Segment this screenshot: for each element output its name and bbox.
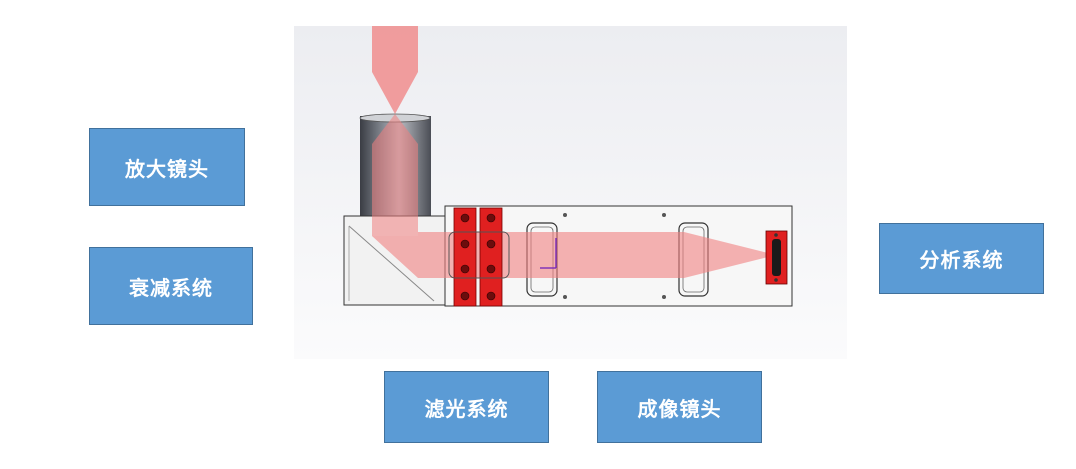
beam-incoming <box>372 26 418 114</box>
filter-holder-2 <box>479 207 503 307</box>
label-imaging-lens: 成像镜头 <box>597 371 762 443</box>
filter-holder-screws <box>460 213 496 301</box>
housing-screw <box>662 213 666 217</box>
attenuation-block-diagonal <box>348 225 435 302</box>
detector-slot <box>772 239 781 276</box>
detector-screw <box>774 233 778 237</box>
detector-screw <box>774 278 778 282</box>
label-filter-system: 滤光系统 <box>384 371 549 443</box>
label-attenuation-system: 衰减系统 <box>89 247 253 325</box>
beam-focus-cone <box>372 114 418 166</box>
label-magnifying-lens: 放大镜头 <box>89 128 245 206</box>
beam-vertical <box>372 166 418 236</box>
optical-system-render <box>294 26 847 359</box>
filter-bracket <box>448 231 510 279</box>
housing-screw <box>563 295 567 299</box>
beam-horizontal <box>494 232 684 278</box>
label-analysis-system: 分析系统 <box>879 223 1044 294</box>
beam-converging <box>684 232 772 278</box>
housing-screw <box>662 295 666 299</box>
housing-screw <box>563 213 567 217</box>
filter-holder-1 <box>453 207 477 307</box>
